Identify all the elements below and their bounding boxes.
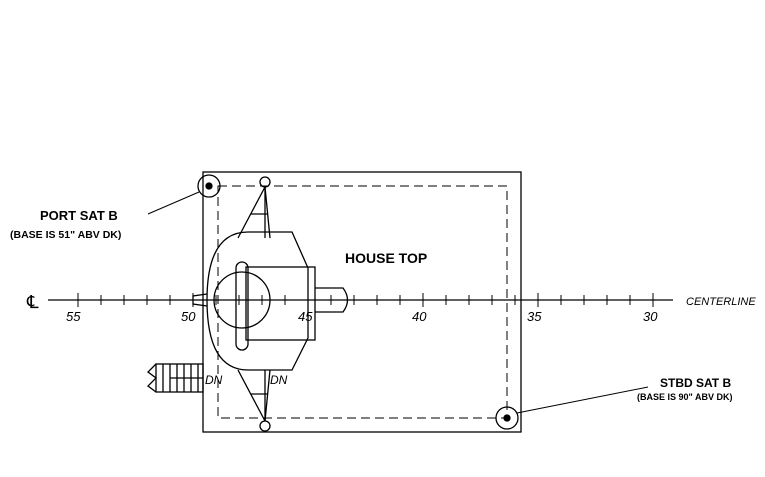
central-deck-structure <box>192 176 349 432</box>
frame-number: 45 <box>298 309 313 324</box>
port-sat-note: (BASE IS 51" ABV DK) <box>10 229 121 241</box>
stair-down-label: DN <box>205 373 223 387</box>
stair-hatch <box>147 363 204 393</box>
frame-number: 50 <box>181 309 196 324</box>
centerline-label: CENTERLINE <box>686 296 756 308</box>
stbd-sat-note: (BASE IS 90" ABV DK) <box>637 392 732 402</box>
frame-number: 55 <box>66 309 81 324</box>
house-top-dashed-boundary <box>217 185 508 419</box>
frame-number: 35 <box>527 309 542 324</box>
centerline-symbol: ℄ <box>26 292 39 312</box>
frame-number: 30 <box>643 309 658 324</box>
house-top-label: HOUSE TOP <box>345 250 427 266</box>
house-top-outline <box>202 171 522 433</box>
port-sat-b-marker <box>147 174 221 215</box>
frame-number: 40 <box>412 309 427 324</box>
port-sat-title: PORT SAT B <box>40 208 118 223</box>
stair-down-label: DN <box>270 373 288 387</box>
frame-number-labels: 55 50 45 40 35 30 <box>66 309 658 324</box>
stbd-sat-b-marker <box>495 386 649 430</box>
stbd-sat-title: STBD SAT B <box>660 376 731 390</box>
